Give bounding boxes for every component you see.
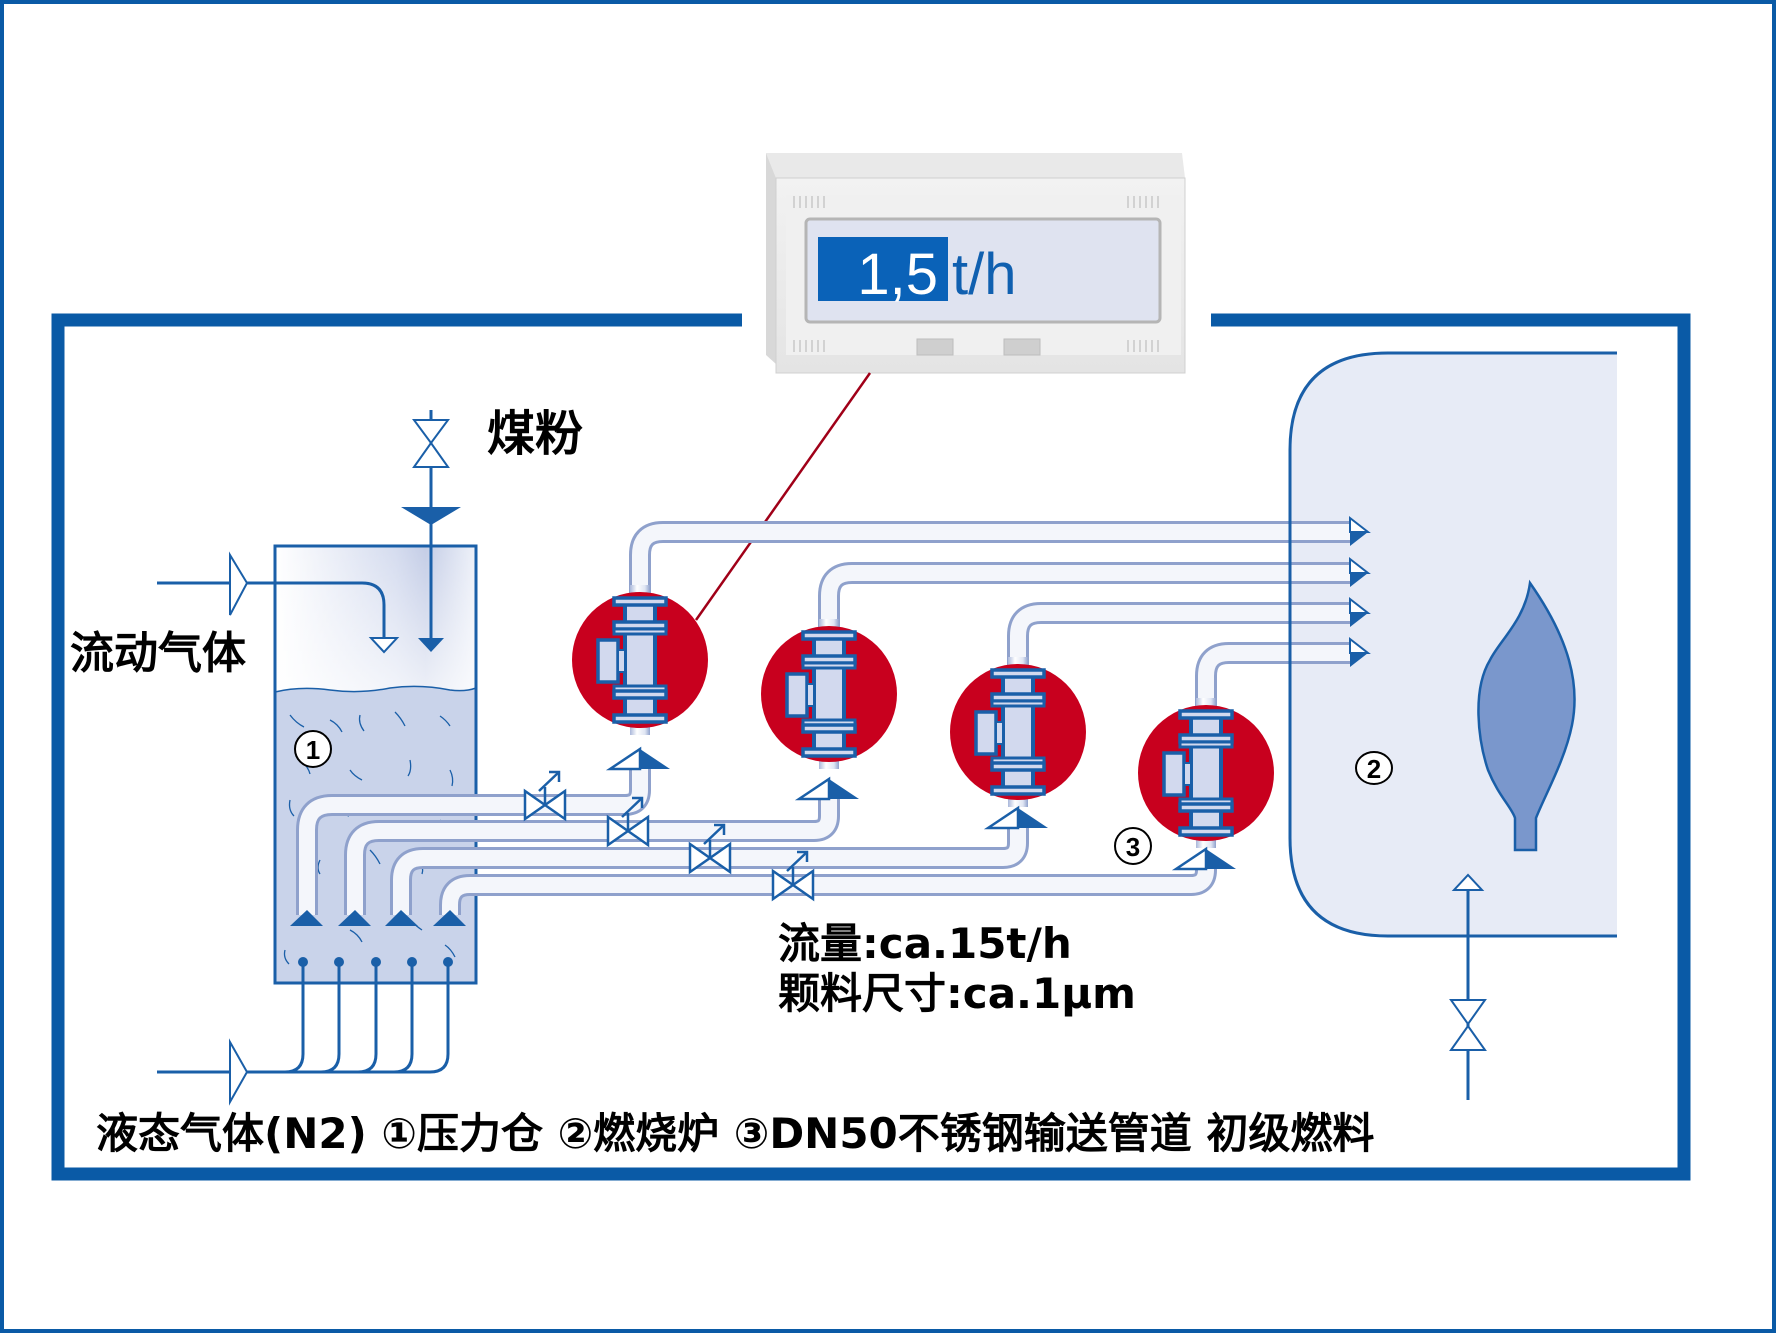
coal-inlet-icon — [401, 507, 461, 525]
flow-meter-3[interactable] — [948, 655, 1088, 809]
primary-fuel-valve-icon[interactable] — [1449, 999, 1487, 1051]
sensor-cone-icon — [986, 806, 1050, 830]
flow-display-panel: 1,5 t/h — [766, 153, 1186, 374]
particle-size-spec: 颗料尺寸:ca.1μm — [778, 969, 1136, 1018]
display-button-left[interactable] — [916, 338, 954, 356]
coal-outlet-arrow-icon — [418, 638, 444, 652]
display-button-right[interactable] — [1003, 338, 1041, 356]
fluidizing-gas-label: 流动气体 — [70, 628, 246, 679]
sensor-cone-icon — [608, 747, 672, 771]
display-unit: t/h — [952, 242, 1017, 307]
legend-text: 液态气体(N2) ①压力仓 ②燃烧炉 ③DN50不锈钢输送管道 初级燃料 — [96, 1109, 1374, 1158]
display-pointer-line — [694, 372, 872, 621]
marker-2: 2 — [1367, 754, 1381, 784]
nitrogen-manifold — [157, 962, 450, 1074]
fluidizing-gas-line — [157, 581, 386, 640]
coal-powder-label: 煤粉 — [487, 406, 583, 462]
sensor-cone-icon — [1174, 847, 1238, 871]
marker-1: 1 — [306, 735, 320, 765]
nitrogen-arrow-icon — [229, 1038, 249, 1106]
flame-icon — [1477, 579, 1576, 852]
flow-meter-2[interactable] — [759, 617, 899, 771]
primary-fuel-arrow-icon — [1451, 873, 1485, 891]
sensor-cone-icon — [797, 777, 861, 801]
coal-valve-icon[interactable] — [412, 419, 450, 468]
flow-meter-4[interactable] — [1136, 696, 1276, 850]
display-value-highlight — [818, 237, 948, 301]
flow-meter-1[interactable] — [570, 583, 710, 737]
tank-pickup-cones — [290, 910, 466, 926]
marker-3: 3 — [1126, 832, 1140, 862]
fluidizing-gas-outlet-icon — [368, 637, 400, 654]
furnace: 2 — [1288, 351, 1617, 938]
flow-spec: 流量:ca.15t/h — [778, 919, 1072, 968]
conveying-pipes — [296, 521, 1350, 915]
nitrogen-nozzles — [298, 957, 453, 967]
inner-frame — [51, 313, 1691, 1181]
fluidizing-gas-arrow-icon — [229, 551, 249, 616]
display-value: 1,5 — [857, 242, 938, 307]
